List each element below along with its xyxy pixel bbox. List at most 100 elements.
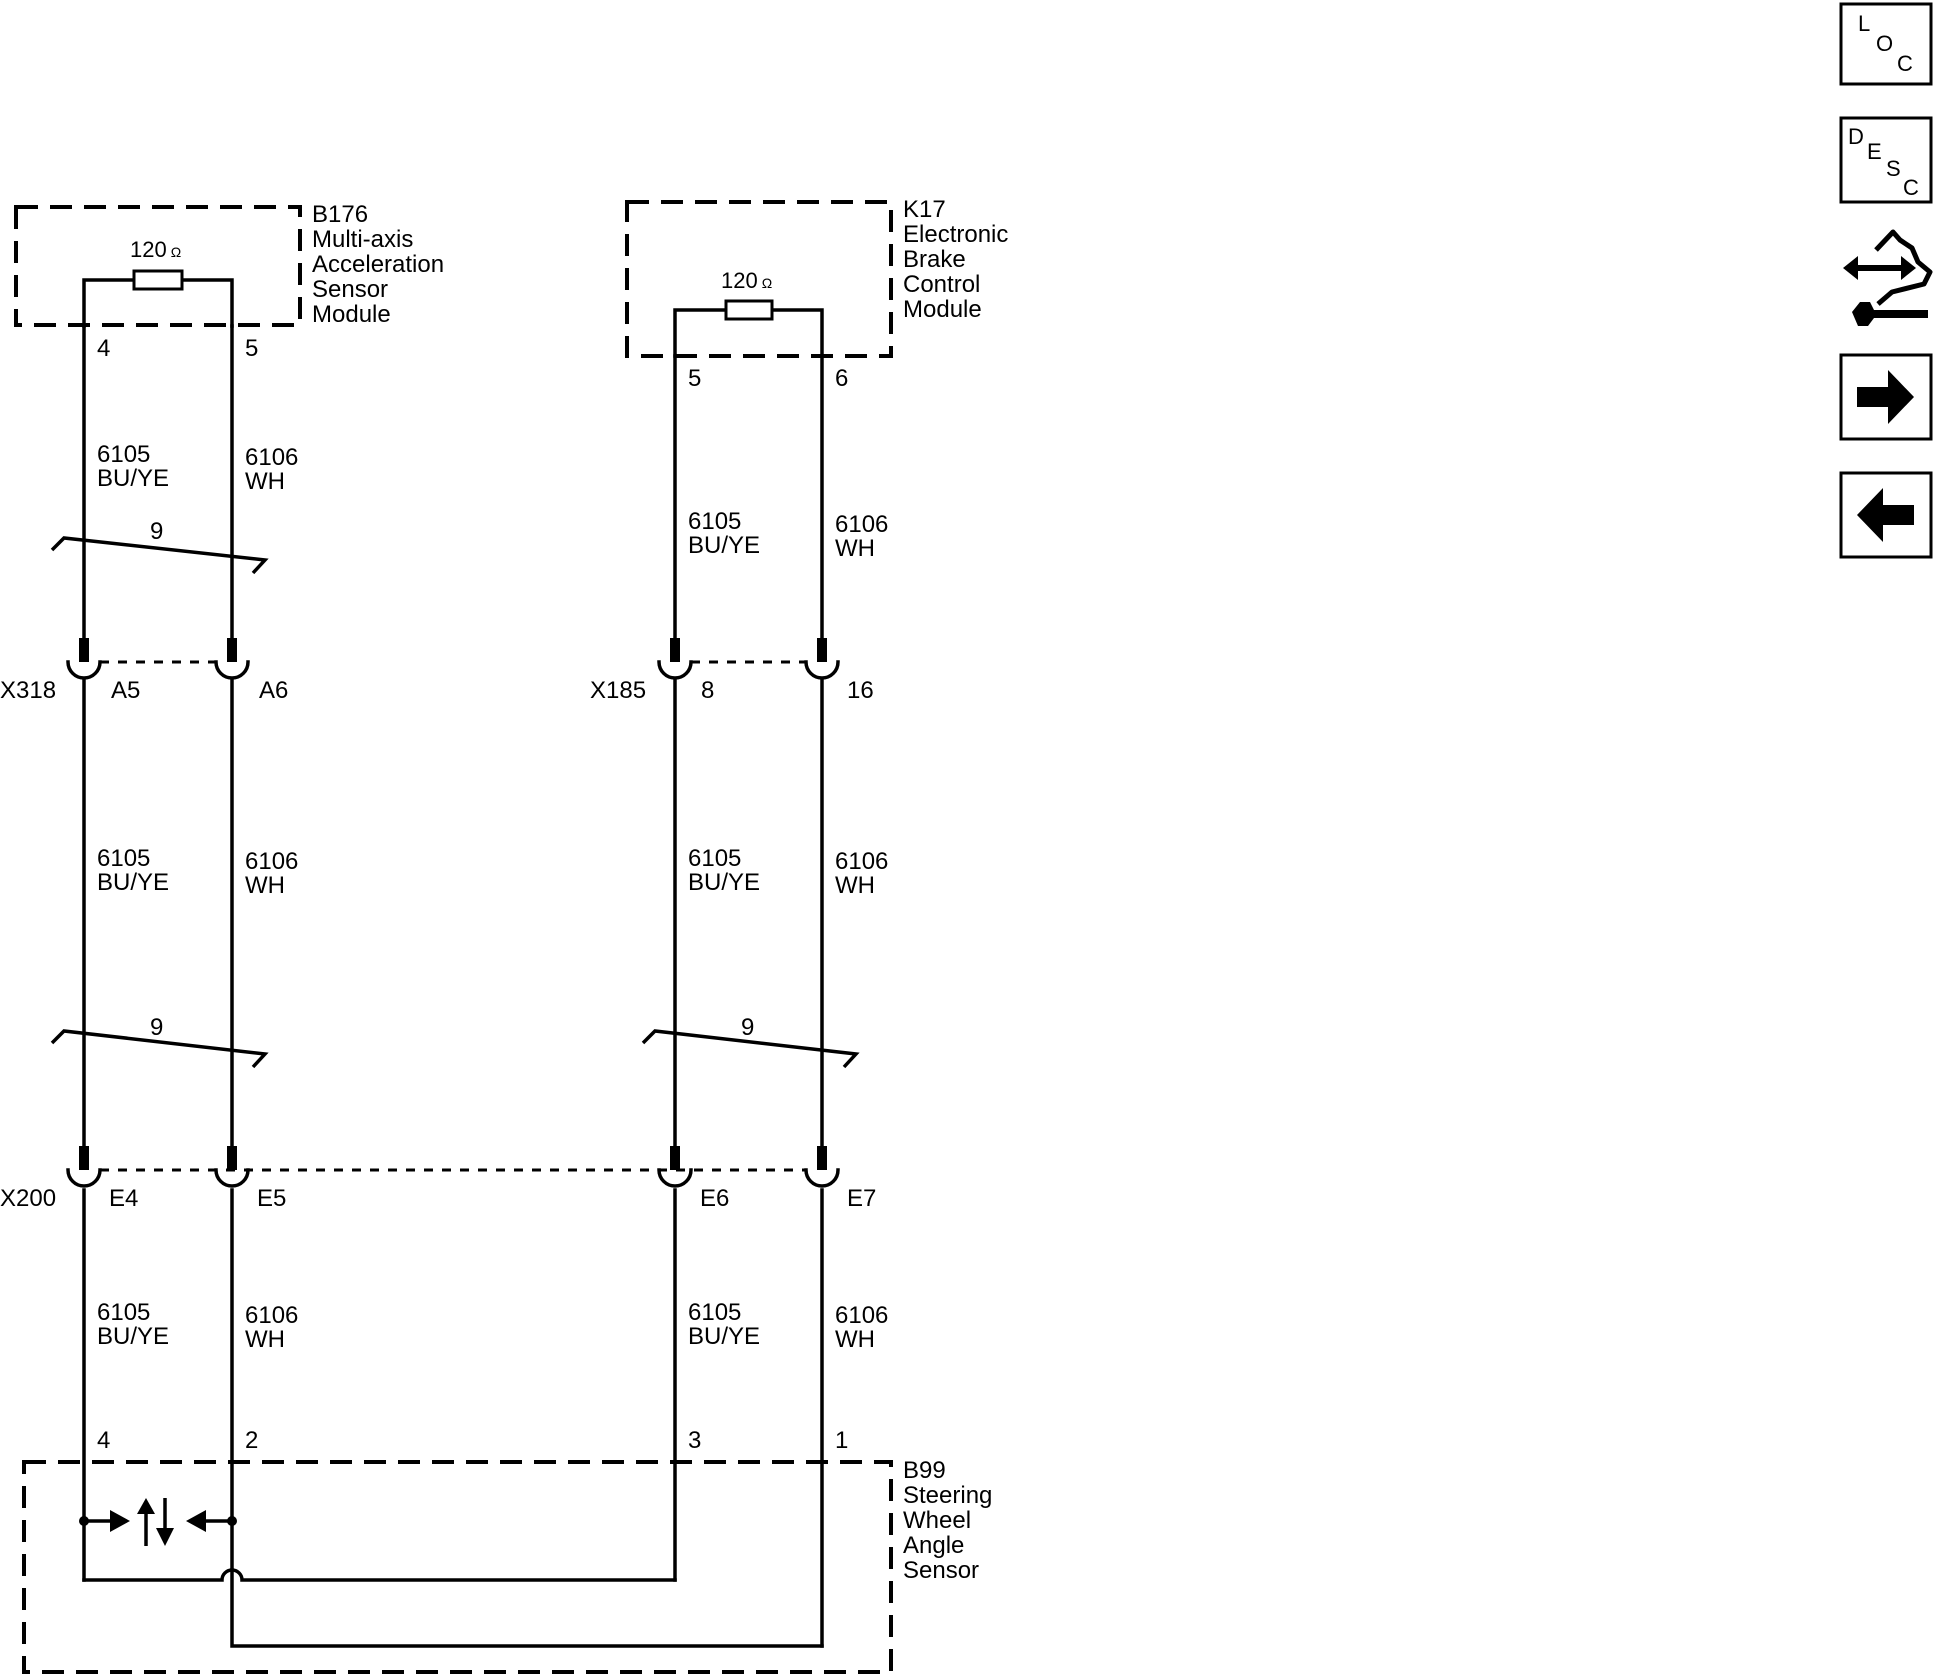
desc-letter: D (1848, 124, 1864, 149)
loc-letter: O (1876, 31, 1893, 56)
connector-pin-label: A6 (259, 677, 288, 704)
b99-name-line: Steering (903, 1482, 992, 1509)
k17-name-line: Control (903, 271, 980, 298)
next-button[interactable] (1839, 353, 1933, 441)
k17-outline (625, 200, 893, 358)
wire-circuit-label: 6105 (688, 845, 741, 872)
arrow-left-icon (1857, 488, 1914, 542)
wire-color-label: WH (245, 1326, 285, 1353)
b176-name-line: Sensor (312, 276, 388, 303)
wire-runs (82, 324, 824, 1648)
wire-circuit-label: 6106 (835, 511, 888, 538)
b176-internal-wire (82, 278, 234, 328)
k17-name-line: Module (903, 296, 982, 323)
twist-label: 9 (150, 1014, 163, 1041)
b99-internal-wire-6105 (82, 1568, 677, 1582)
k17-resistor (724, 299, 774, 321)
b99-pin: 3 (688, 1427, 701, 1454)
twisted-pair-symbol (50, 536, 269, 575)
b176-pin: 5 (245, 335, 258, 362)
twisted-pair-symbol (641, 1029, 860, 1069)
wire-circuit-label: 6105 (688, 508, 741, 535)
b176-name-line: Module (312, 301, 391, 328)
b176-outline (14, 205, 302, 327)
b176-ref: B176 (312, 201, 368, 228)
b99-outline (22, 1460, 893, 1674)
b99-pin: 1 (835, 1427, 848, 1454)
b99-pin: 4 (97, 1427, 110, 1454)
twisted-pair-left-lower: 9 (50, 1014, 269, 1069)
twisted-pair-symbol (50, 1029, 269, 1069)
twisted-pair-left-upper: 9 (50, 518, 269, 575)
loc-button[interactable]: L O C (1839, 2, 1933, 86)
wire-color-label: WH (245, 872, 285, 899)
twist-label: 9 (741, 1014, 754, 1041)
connector-name: X200 (0, 1185, 56, 1212)
bidirectional-data-icon (79, 1498, 237, 1546)
wire-color-label: WH (245, 468, 285, 495)
connector-pin-male (227, 638, 237, 662)
wire-circuit-label: 6106 (835, 848, 888, 875)
connector-x185[interactable]: X185 8 16 (590, 638, 874, 704)
connector-name: X318 (0, 677, 56, 704)
connector-x200[interactable]: X200 E4 E5 E6 E7 (0, 1146, 876, 1212)
twist-label: 9 (150, 518, 163, 545)
connector-pin-label: E5 (257, 1185, 286, 1212)
k17-pin: 5 (688, 365, 701, 392)
connector-pin-label: E7 (847, 1185, 876, 1212)
connector-pin-label: 8 (701, 677, 714, 704)
b99-pin: 2 (245, 1427, 258, 1454)
wire-color-label: BU/YE (688, 1323, 760, 1350)
b99-module[interactable]: 4 2 3 1 B99 Steering Wheel Angle Sensor (22, 1427, 992, 1674)
wire-circuit-label: 6106 (835, 1302, 888, 1329)
wire-circuit-label: 6105 (97, 1299, 150, 1326)
k17-name-line: Electronic (903, 221, 1008, 248)
b176-resistor (132, 269, 184, 291)
loc-letter: C (1897, 51, 1913, 76)
connector-x318[interactable]: X318 A5 A6 (0, 638, 288, 704)
b99-name-line: Angle (903, 1532, 964, 1559)
wire-circuit-label: 6105 (688, 1299, 741, 1326)
desc-button[interactable]: D E S C (1839, 116, 1933, 204)
desc-letter: S (1886, 156, 1901, 181)
connector-pin-male (79, 1146, 89, 1170)
wire-color-label: BU/YE (688, 869, 760, 896)
desc-letter: E (1867, 139, 1882, 164)
connector-pin-female (214, 660, 250, 680)
wire-circuit-label: 6105 (97, 441, 150, 468)
connector-pin-male (670, 1146, 680, 1170)
arrow-right-icon (1857, 370, 1914, 424)
loc-button-frame (1839, 2, 1933, 86)
connector-pin-male (670, 638, 680, 662)
wire-color-label: WH (835, 1326, 875, 1353)
desc-button-frame (1839, 116, 1933, 204)
connector-pin-female (66, 1168, 102, 1188)
previous-button[interactable] (1839, 471, 1933, 559)
k17-ref: K17 (903, 196, 946, 223)
b176-name-line: Acceleration (312, 251, 444, 278)
connector-pin-male (817, 1146, 827, 1170)
b99-name-line: Wheel (903, 1507, 971, 1534)
wire-color-label: BU/YE (97, 869, 169, 896)
connector-pin-label: A5 (111, 677, 140, 704)
wire-color-label: BU/YE (97, 465, 169, 492)
connector-pin-female (657, 660, 693, 680)
connector-pin-label: E6 (700, 1185, 729, 1212)
connector-end-view-icon[interactable] (1838, 228, 1938, 332)
wire-circuit-label: 6106 (245, 1302, 298, 1329)
connector-pin-female (804, 1168, 840, 1188)
wire-color-label: WH (835, 872, 875, 899)
wire-color-label: WH (835, 535, 875, 562)
wire-color-label: BU/YE (97, 1323, 169, 1350)
k17-pin: 6 (835, 365, 848, 392)
connector-pin-female (66, 660, 102, 680)
b99-internal-wire-6106 (230, 1568, 824, 1648)
k17-name-line: Brake (903, 246, 966, 273)
b99-name-line: Sensor (903, 1557, 979, 1584)
connector-pin-male (227, 1146, 237, 1170)
